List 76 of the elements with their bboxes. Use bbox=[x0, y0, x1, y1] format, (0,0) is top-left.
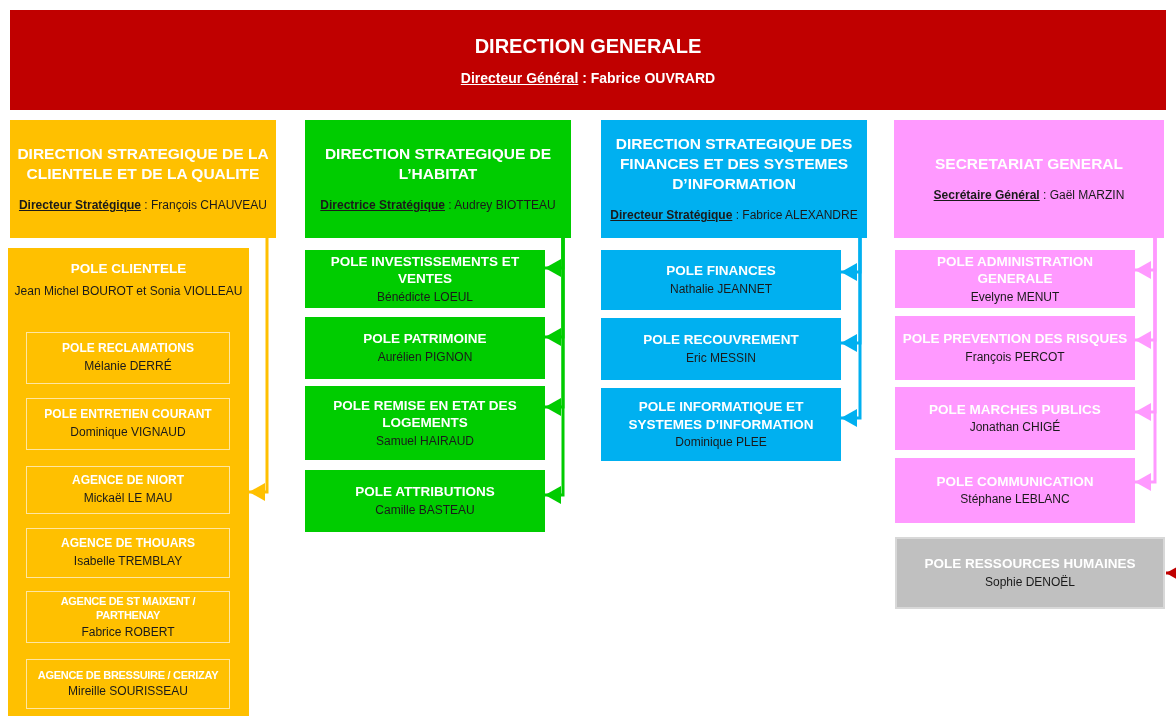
pole-box bbox=[26, 466, 230, 514]
pole-box bbox=[601, 318, 841, 380]
unit-title: POLE ENTRETIEN COURANT bbox=[44, 407, 212, 423]
unit-title: POLE REMISE EN ETAT DES LOGEMENTS bbox=[332, 396, 518, 432]
unit-title: DIRECTION STRATEGIQUE DE L’HABITAT bbox=[323, 144, 553, 185]
unit-title: POLE MARCHES PUBLICS bbox=[929, 400, 1101, 419]
unit-title: POLE RESSOURCES HUMAINES bbox=[924, 555, 1136, 573]
pole-box bbox=[305, 386, 545, 460]
manager-name: Dominique PLEE bbox=[675, 435, 767, 451]
pole-box bbox=[601, 250, 841, 310]
unit-title: SECRETARIAT GENERAL bbox=[935, 154, 1123, 175]
director-line: Directrice Stratégique : Audrey BIOTTEAU bbox=[320, 198, 556, 214]
unit-title: POLE FINANCES bbox=[666, 262, 776, 280]
unit-title: POLE PREVENTION DES RISQUES bbox=[902, 330, 1128, 348]
manager-name: Dominique VIGNAUD bbox=[70, 425, 186, 441]
unit-title: AGENCE DE NIORT bbox=[72, 473, 184, 489]
pole-group-box bbox=[8, 248, 249, 716]
pole-box bbox=[26, 659, 230, 709]
manager-name: Stéphane LEBLANC bbox=[960, 492, 1070, 509]
manager-name: Mickaël LE MAU bbox=[83, 491, 173, 507]
unit-title: DIRECTION STRATEGIQUE DE LA CLIENTELE ET DE LA QUALITE bbox=[16, 144, 270, 185]
department-box bbox=[10, 120, 276, 238]
connector-arrow bbox=[841, 238, 862, 427]
manager-name: Sophie DENOËL bbox=[984, 574, 1075, 591]
manager-name: Camille BASTEAU bbox=[375, 502, 475, 519]
director-line: Directeur Stratégique : Fabrice ALEXANDRE bbox=[610, 208, 858, 224]
unit-title: POLE INFORMATIQUE ET SYSTEMES D’INFORMATION bbox=[627, 398, 815, 434]
pole-box bbox=[305, 317, 545, 379]
manager-name: Aurélien PIGNON bbox=[377, 349, 473, 366]
unit-title: POLE INVESTISSEMENTS ET VENTES bbox=[329, 252, 521, 288]
pole-box bbox=[26, 591, 230, 643]
pole-box bbox=[305, 250, 545, 308]
director-line: Secrétaire Général : Gaël MARZIN bbox=[933, 188, 1125, 204]
director-line: Directeur Général : Fabrice OUVRARD bbox=[460, 68, 716, 88]
unit-title: POLE ADMINISTRATION GENERALE bbox=[936, 252, 1094, 288]
department-box bbox=[601, 120, 867, 238]
manager-name: Nathalie JEANNET bbox=[669, 281, 772, 298]
manager-name: Mireille SOURISSEAU bbox=[68, 684, 188, 700]
pole-box bbox=[895, 458, 1135, 523]
pole-box bbox=[895, 387, 1135, 450]
manager-name: Isabelle TREMBLAY bbox=[73, 554, 183, 570]
department-box bbox=[305, 120, 571, 238]
pole-box bbox=[26, 332, 230, 384]
unit-title: AGENCE DE ST MAIXENT / PARTHENAY bbox=[59, 593, 197, 623]
unit-title: DIRECTION GENERALE bbox=[474, 33, 702, 59]
header-banner bbox=[10, 10, 1166, 110]
manager-name: François PERCOT bbox=[965, 349, 1065, 366]
manager-name: Fabrice ROBERT bbox=[81, 624, 175, 641]
manager-name: Bénédicte LOEUL bbox=[376, 289, 474, 306]
pole-box bbox=[26, 398, 230, 450]
unit-title: AGENCE DE BRESSUIRE / CERIZAY bbox=[37, 668, 219, 683]
pole-box bbox=[895, 250, 1135, 308]
pole-box bbox=[305, 470, 545, 532]
manager-name: Samuel HAIRAUD bbox=[376, 433, 474, 450]
unit-title: DIRECTION STRATEGIQUE DES FINANCES ET DES SYSTEMES D’INFORMATION bbox=[614, 134, 854, 195]
director-line: Directeur Stratégique : François CHAUVEAU bbox=[18, 198, 268, 214]
connector-arrow bbox=[1135, 238, 1157, 491]
manager-name: Evelyne MENUT bbox=[970, 289, 1060, 306]
manager-name: Mélanie DERRÉ bbox=[84, 359, 172, 375]
pole-box bbox=[895, 537, 1165, 609]
pole-box bbox=[895, 316, 1135, 380]
unit-title: POLE CLIENTELE bbox=[70, 260, 187, 278]
manager-name: Eric MESSIN bbox=[686, 350, 756, 367]
unit-title: POLE RECLAMATIONS bbox=[62, 341, 194, 357]
unit-title: AGENCE DE THOUARS bbox=[61, 536, 195, 552]
department-box bbox=[894, 120, 1164, 238]
pole-box bbox=[26, 528, 230, 578]
connector-arrow bbox=[249, 238, 269, 501]
connector-arrow bbox=[545, 238, 565, 504]
unit-title: POLE ATTRIBUTIONS bbox=[355, 483, 495, 501]
pole-box bbox=[601, 388, 841, 461]
unit-title: POLE PATRIMOINE bbox=[363, 330, 487, 348]
manager-name: Jonathan CHIGÉ bbox=[969, 420, 1061, 437]
unit-title: POLE COMMUNICATION bbox=[936, 472, 1094, 491]
unit-title: POLE RECOUVREMENT bbox=[643, 331, 799, 349]
manager-name: Jean Michel BOUROT et Sonia VIOLLEAU bbox=[14, 283, 243, 300]
